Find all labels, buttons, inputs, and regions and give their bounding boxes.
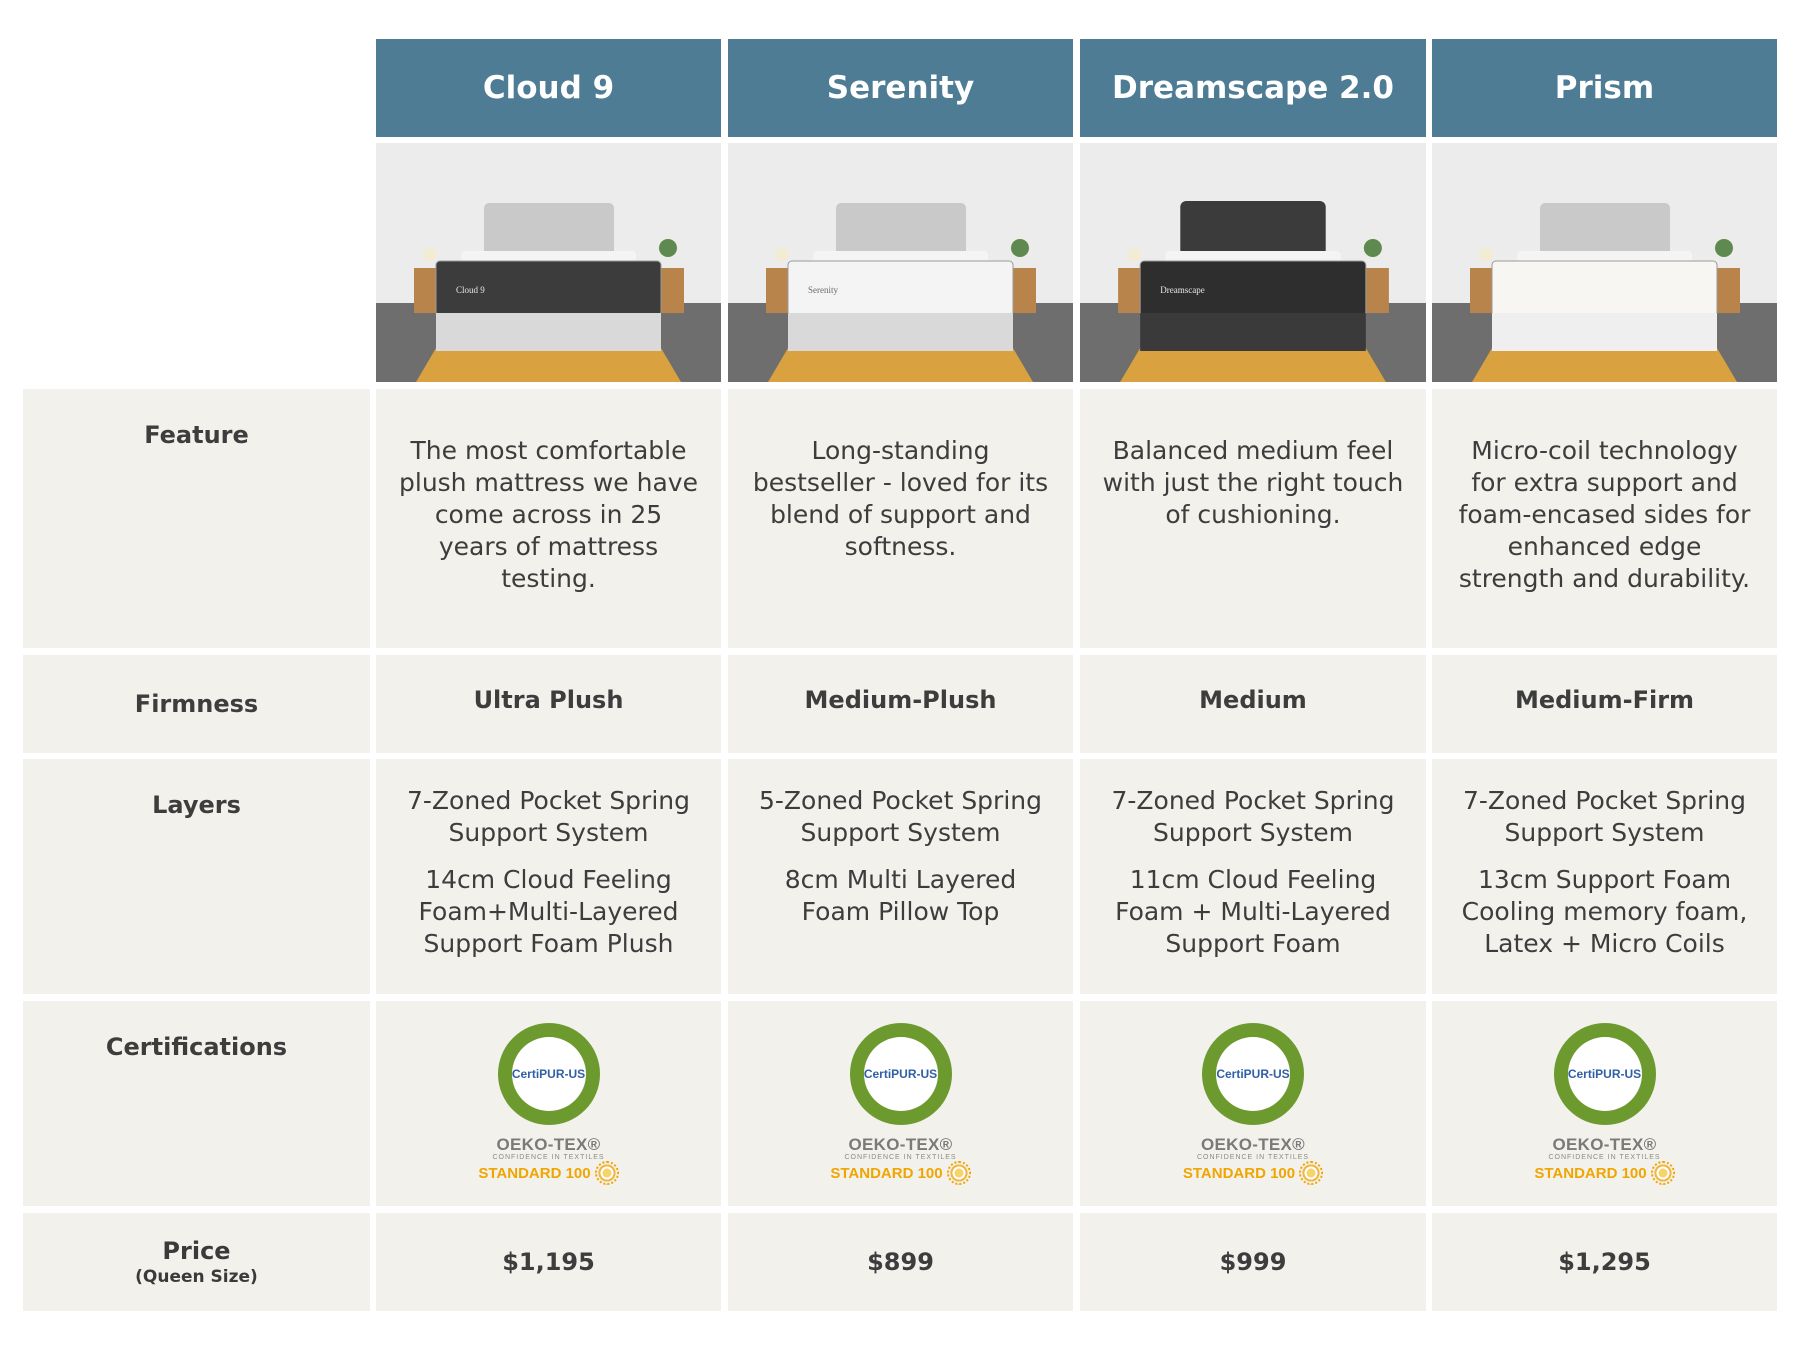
firmness-value: Medium	[1080, 655, 1426, 753]
layer-item: 14cm Cloud Feeling Foam+Multi-Layered Su…	[418, 865, 679, 958]
oeko-tex-standard: STANDARD 100	[1534, 1164, 1647, 1182]
feature-text: Long-standing bestseller - loved for its…	[728, 389, 1073, 648]
certification-badges: CertiPUR-US OEKO-TEX®CONFIDENCE IN TEXTIL…	[728, 1023, 1073, 1185]
price-label: Price	[162, 1237, 231, 1265]
row-label-firmness: Firmness	[23, 655, 370, 753]
certipur-us-logo-text: CertiPUR-US	[1567, 1067, 1642, 1081]
layer-item: 8cm Multi Layered Foam Pillow Top	[784, 865, 1017, 926]
oeko-tex-logo: OEKO-TEX®CONFIDENCE IN TEXTILES STANDARD …	[1534, 1135, 1675, 1185]
price-value: $999	[1080, 1213, 1426, 1311]
product-header-serenity: Serenity	[728, 39, 1073, 137]
bedroom-mattress-illustration: Cloud 9	[376, 143, 721, 382]
certifications-cell: CertiPUR-US OEKO-TEX®CONFIDENCE IN TEXTIL…	[376, 1001, 721, 1206]
mattress-brand-label: Cloud 9	[456, 285, 485, 295]
oeko-tex-title: OEKO-TEX®	[1552, 1135, 1657, 1154]
bedroom-mattress-illustration: Serenity	[728, 143, 1073, 382]
row-label-feature: Feature	[23, 389, 370, 648]
certipur-us-seal: CertiPUR-US	[1553, 1023, 1656, 1125]
mattress-brand-label: Dreamscape	[1160, 285, 1205, 295]
product-header-prism: Prism	[1432, 39, 1777, 137]
flower-icon	[1650, 1161, 1675, 1185]
certipur-us-seal: CertiPUR-US	[1202, 1023, 1304, 1125]
oeko-tex-tagline: CONFIDENCE IN TEXTILES	[1196, 1154, 1310, 1161]
oeko-tex-logo: OEKO-TEX®CONFIDENCE IN TEXTILES STANDARD …	[830, 1135, 971, 1185]
certifications-cell: CertiPUR-US OEKO-TEX®CONFIDENCE IN TEXTIL…	[728, 1001, 1073, 1206]
bedroom-mattress-illustration	[1432, 143, 1777, 382]
feature-text: The most comfortable plush mattress we h…	[376, 389, 721, 648]
oeko-tex-tagline: CONFIDENCE IN TEXTILES	[844, 1154, 957, 1161]
row-label-certifications: Certifications	[23, 1001, 370, 1206]
layers-cell: 7-Zoned Pocket Spring Support System 13c…	[1432, 759, 1777, 994]
row-label-price: Price (Queen Size)	[23, 1213, 370, 1311]
product-image-dreamscape: Dreamscape	[1080, 143, 1426, 382]
oeko-tex-standard: STANDARD 100	[1182, 1164, 1296, 1182]
product-image-serenity: Serenity	[728, 143, 1073, 382]
feature-text: Micro-coil technology for extra support …	[1432, 389, 1777, 648]
certipur-us-logo-text: CertiPUR-US	[1216, 1067, 1290, 1081]
certipur-us-logo-text: CertiPUR-US	[863, 1067, 938, 1081]
firmness-value: Medium-Firm	[1432, 655, 1777, 753]
product-image-cloud-9: Cloud 9	[376, 143, 721, 382]
price-value: $1,195	[376, 1213, 721, 1311]
layer-item: 7-Zoned Pocket Spring Support System	[1462, 786, 1746, 847]
certification-badges: CertiPUR-US OEKO-TEX®CONFIDENCE IN TEXTIL…	[376, 1023, 721, 1185]
mattress-brand-label: Serenity	[808, 285, 838, 295]
price-size-note: (Queen Size)	[135, 1267, 258, 1287]
certipur-us-seal: CertiPUR-US	[497, 1023, 600, 1125]
flower-icon	[946, 1161, 971, 1185]
product-header-dreamscape: Dreamscape 2.0	[1080, 39, 1426, 137]
certifications-cell: CertiPUR-US OEKO-TEX®CONFIDENCE IN TEXTIL…	[1080, 1001, 1426, 1206]
oeko-tex-standard: STANDARD 100	[478, 1164, 591, 1182]
bedroom-mattress-illustration: Dreamscape	[1080, 143, 1426, 382]
oeko-tex-title: OEKO-TEX®	[848, 1135, 953, 1154]
flower-icon	[594, 1161, 619, 1185]
layer-item: 5-Zoned Pocket Spring Support System	[758, 786, 1042, 847]
oeko-tex-tagline: CONFIDENCE IN TEXTILES	[492, 1154, 605, 1161]
certification-badges: CertiPUR-US OEKO-TEX®CONFIDENCE IN TEXTIL…	[1432, 1023, 1777, 1185]
firmness-value: Ultra Plush	[376, 655, 721, 753]
firmness-value: Medium-Plush	[728, 655, 1073, 753]
certipur-us-logo-text: CertiPUR-US	[511, 1067, 586, 1081]
layer-item: 11cm Cloud Feeling Foam + Multi-Layered …	[1115, 865, 1391, 958]
certipur-us-seal: CertiPUR-US	[849, 1023, 952, 1125]
certifications-cell: CertiPUR-US OEKO-TEX®CONFIDENCE IN TEXTIL…	[1432, 1001, 1777, 1206]
layers-cell: 7-Zoned Pocket Spring Support System 11c…	[1080, 759, 1426, 994]
oeko-tex-title: OEKO-TEX®	[496, 1135, 601, 1154]
layer-item: 7-Zoned Pocket Spring Support System	[1111, 786, 1395, 847]
feature-text: Balanced medium feel with just the right…	[1080, 389, 1426, 648]
oeko-tex-tagline: CONFIDENCE IN TEXTILES	[1548, 1154, 1661, 1161]
oeko-tex-title: OEKO-TEX®	[1200, 1135, 1305, 1154]
oeko-tex-logo: OEKO-TEX®CONFIDENCE IN TEXTILES STANDARD …	[1182, 1135, 1324, 1185]
price-value: $899	[728, 1213, 1073, 1311]
certification-badges: CertiPUR-US OEKO-TEX®CONFIDENCE IN TEXTIL…	[1080, 1023, 1426, 1185]
flower-icon	[1299, 1161, 1324, 1185]
product-header-cloud-9: Cloud 9	[376, 39, 721, 137]
layer-item: 7-Zoned Pocket Spring Support System	[406, 786, 690, 847]
oeko-tex-standard: STANDARD 100	[830, 1164, 943, 1182]
product-image-prism	[1432, 143, 1777, 382]
row-label-layers: Layers	[23, 759, 370, 994]
layers-cell: 5-Zoned Pocket Spring Support System 8cm…	[728, 759, 1073, 994]
layers-cell: 7-Zoned Pocket Spring Support System 14c…	[376, 759, 721, 994]
layer-item: 13cm Support Foam Cooling memory foam, L…	[1461, 865, 1748, 958]
price-value: $1,295	[1432, 1213, 1777, 1311]
oeko-tex-logo: OEKO-TEX®CONFIDENCE IN TEXTILES STANDARD …	[478, 1135, 619, 1185]
